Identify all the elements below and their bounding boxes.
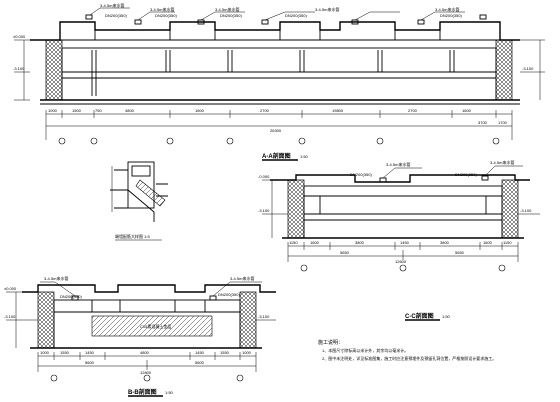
a-dim-10: 3700 [478,120,488,125]
a-callout-3: 3-4.5m来水管 [215,6,239,12]
b-sub-1: 5600 [85,360,95,365]
end-wall-detail: 端墙配筋大样图 1:5 [110,161,168,241]
c-dim-7: 1150 [503,240,512,245]
a-elev-3: -3.100 [522,66,534,71]
c-dim-5: 3800 [440,240,450,245]
a-dim-total: 26300 [270,128,282,133]
b-left-wall [37,291,55,349]
c-elev-2: -3.100 [258,208,270,213]
c-scale: 1:50 [442,314,451,319]
b-elev-3: -3.100 [258,314,270,319]
a-left-wall [45,39,63,101]
b-callout-1: 3-4.5m来水管 [44,275,68,281]
a-elev-1: ±0.000 [13,34,26,39]
b-right-wall [239,291,257,349]
c-dim-2: 1600 [310,240,320,245]
a-callout-1: 3-4.5m来水管 [100,2,124,8]
c-dim-6: 1600 [483,240,493,245]
a-dim-11: 1700 [498,120,508,125]
c-pipe-label-1: DN200(350) [350,172,372,177]
b-scale: 1:50 [165,390,174,395]
c-elev-1: -0.000 [258,174,270,179]
a-dim-8: 2700 [408,108,418,113]
construction-notes: 施工说明： 1、本图尺寸除标高以米计外，其余均以毫米计。 2、图中未注明处，详见… [318,339,496,361]
a-dim-2: 1500 [72,108,82,113]
notes-line-2: 2、图中未注明处，详见标准图集，施工时应注意预埋件及预留孔洞位置，严格按照设计要… [322,355,496,361]
b-dim-3: 1450 [85,350,95,355]
a-pipe-label-3: DN200(350) [220,13,242,18]
c-dim-total: 12600 [395,259,407,264]
a-callout-4: 3-4.5m来水管 [315,6,339,12]
b-dim-7: 1000 [242,350,252,355]
b-fill-label: C15素混凝土垫层 [140,323,171,329]
b-dim-4: 4800 [140,350,150,355]
b-dim-1: 1000 [40,350,50,355]
notes-line-1: 1、本图尺寸除标高以米计外，其余均以毫米计。 [322,347,408,353]
notes-heading: 施工说明： [318,339,343,346]
c-right-wall [501,179,519,239]
b-pipe-label-2: DN200(350) [218,292,240,297]
section-c-c: 3-4.5m来水管 3-4.5m来水管 DN200(350) DN200(350… [258,159,540,321]
a-scale: 1:50 [300,154,309,159]
b-pipe-label-1: DN200(350) [60,294,82,299]
a-elev-2: -3.100 [13,66,25,71]
a-dim-6: 2700 [260,108,270,113]
a-dim-4: 4800 [125,108,135,113]
a-dim-7: 19800 [332,108,344,113]
b-fill-region [91,315,213,337]
a-pipe-label-4: DN200(350) [285,13,307,18]
b-dim-5: 1450 [195,350,205,355]
c-pipe-label-2: DN200(350) [455,172,477,177]
a-dim-3: 750 [95,108,102,113]
a-dim-1: 1000 [48,108,58,113]
a-axis-bubbles [58,137,500,145]
c-callout-2: 3-4.5m来水管 [490,159,514,165]
section-b-b: C15素混凝土垫层 3-4.5m来水管 3-4.5m来水管 DN200(350)… [4,275,276,397]
a-dim-9: 1600 [462,108,472,113]
b-sub-2: 5600 [195,360,205,365]
a-callout-2: 3-4.5m来水管 [150,6,174,12]
c-dim-4: 1450 [400,240,410,245]
c-left-wall [287,179,305,239]
a-pipe-label-2: DN200(350) [155,13,177,18]
section-a-a: 3-4.5m来水管 3-4.5m来水管 3-4.5m来水管 3-4.5m来水管 … [13,2,545,161]
b-dim-6: 1550 [220,350,230,355]
c-elev-3: -3.100 [520,208,532,213]
a-dim-5: 1600 [195,108,205,113]
c-sub-1: 5650 [340,250,350,255]
b-dim-total: 12800 [140,370,152,375]
detail-title: 端墙配筋大样图 1:5 [115,233,150,239]
a-top-wall [30,21,520,41]
b-dim-2: 1550 [60,350,70,355]
b-callout-2: 3-4.5m来水管 [230,275,254,281]
c-dim-1: 1150 [289,240,298,245]
a-right-wall [495,39,513,101]
b-elev-1: ±0.000 [4,286,17,291]
c-callout-1: 3-4.5m来水管 [386,161,410,167]
a-callout-5: 3-4.5m来水管 [435,6,459,12]
b-title: B-B剖面图 [128,388,157,396]
c-title: C-C剖面图 [405,312,434,320]
c-sub-2: 5650 [455,250,465,255]
a-pipe-label-5: DN200(350) [440,13,462,18]
c-dim-3: 3800 [355,240,365,245]
a-title: A-A剖面图 [262,152,291,160]
a-pipe-label-1: DN200(350) [105,13,127,18]
b-elev-2: -3.100 [4,314,16,319]
